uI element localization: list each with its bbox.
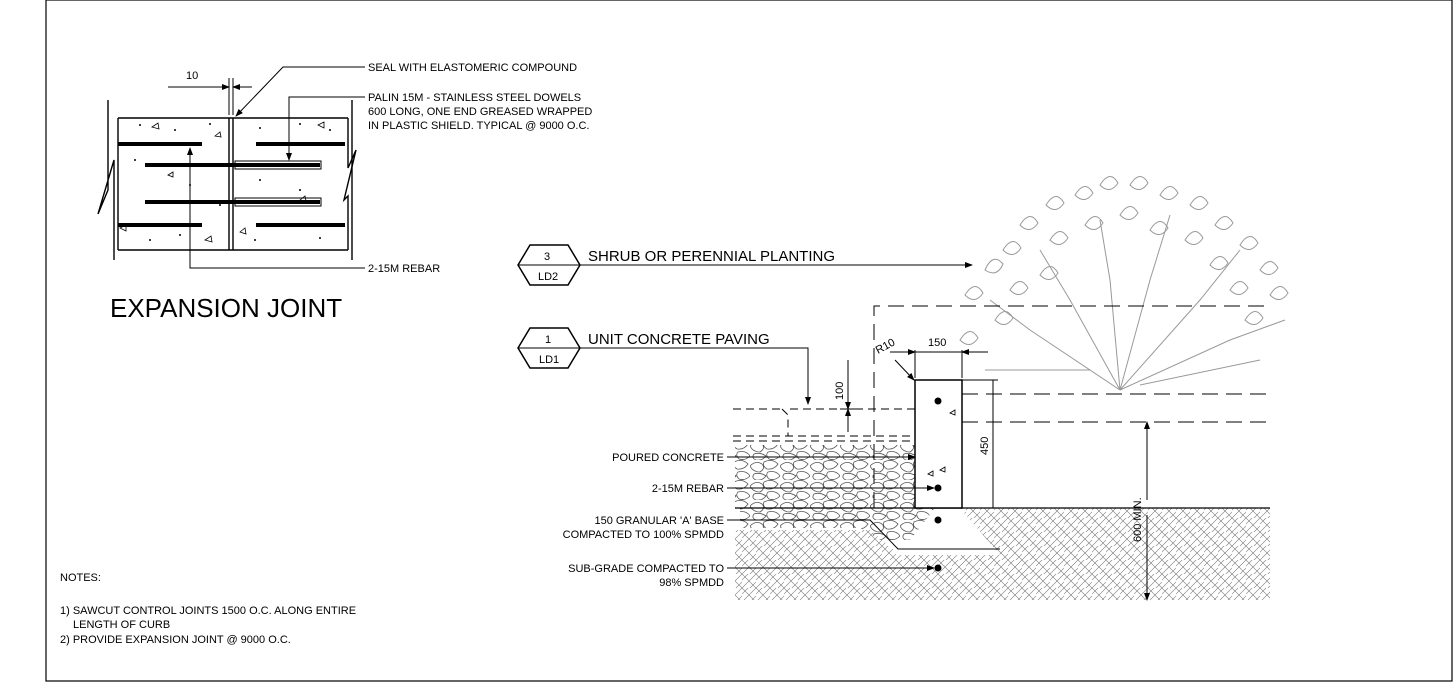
label-subgrade: SUB-GRADE COMPACTED TO [568, 563, 724, 575]
expansion-joint-title: EXPANSION JOINT [110, 293, 342, 323]
paver-layer [733, 408, 915, 442]
callout-paving-bottom: LD1 [539, 354, 559, 366]
joint-dim-text: 10 [186, 70, 198, 82]
sheet-border [45, 0, 1453, 682]
section-leaders [727, 454, 1000, 571]
dim-depth: 600 MIN. [1132, 497, 1144, 542]
dim-paver: 100 [834, 382, 846, 400]
callout-paving-top: 1 [545, 334, 551, 346]
rebar-bars [118, 142, 345, 227]
label-poured-concrete: POURED CONCRETE [612, 452, 724, 464]
note-2: 2) PROVIDE EXPANSION JOINT @ 9000 O.C. [60, 634, 291, 646]
notes-heading: NOTES: [60, 572, 101, 584]
dowel-note-3: IN PLASTIC SHIELD. TYPICAL @ 9000 O.C. [368, 120, 589, 132]
dim-width: 150 [928, 337, 946, 349]
seal-note: SEAL WITH ELASTOMERIC COMPOUND [368, 62, 577, 74]
label-subgrade-compaction: 98% SPMDD [659, 577, 724, 589]
notes: NOTES: 1) SAWCUT CONTROL JOINTS 1500 O.C… [60, 572, 356, 646]
dim-curb: 450 [979, 437, 991, 455]
planting-bed-lines [873, 305, 1270, 508]
subgrade [735, 508, 1270, 600]
slab-outline [97, 100, 357, 260]
granular-base [735, 445, 915, 508]
curb-section: R10 150 100 450 600 MIN. POURED CONCRETE… [563, 305, 1270, 601]
dowel-note-2: 600 LONG, ONE END GREASED WRAPPED [368, 106, 592, 118]
base-dot [934, 516, 942, 524]
curb-rebar-top [934, 397, 942, 405]
callout-paving: 1 LD1 UNIT CONCRETE PAVING [517, 327, 811, 405]
callout-shrub-bottom: LD2 [538, 271, 558, 283]
callout-paving-label: UNIT CONCRETE PAVING [588, 331, 770, 348]
callout-shrub-top: 3 [544, 251, 550, 263]
curb-rebar-bottom [934, 484, 942, 492]
label-rebar: 2-15M REBAR [652, 483, 724, 495]
rebar-note: 2-15M REBAR [368, 263, 440, 275]
joint-dimension [168, 78, 252, 115]
expansion-joint-detail: 10 SEAL WITH ELASTOMERIC COMPOUND PALIN … [97, 62, 592, 323]
subgrade-dot [934, 564, 942, 572]
dim-radius: R10 [874, 337, 897, 357]
ej-leaders [187, 66, 365, 269]
callout-shrub: 3 LD2 SHRUB OR PERENNIAL PLANTING [517, 244, 973, 286]
note-1: 1) SAWCUT CONTROL JOINTS 1500 O.C. ALONG… [60, 605, 356, 617]
shrub-planting [959, 176, 1289, 391]
granular-base-lower [740, 508, 935, 540]
curb-speckle [927, 409, 956, 477]
note-1-cont: LENGTH OF CURB [73, 619, 170, 631]
concrete-speckle [119, 121, 331, 243]
section-dimensions [840, 349, 1150, 601]
callout-shrub-label: SHRUB OR PERENNIAL PLANTING [588, 248, 835, 265]
dowel-shields [234, 160, 322, 207]
label-granular-base: 150 GRANULAR 'A' BASE [594, 515, 724, 527]
dowel-note-1: PALIN 15M - STAINLESS STEEL DOWELS [368, 92, 581, 104]
label-compacted-base: COMPACTED TO 100% SPMDD [563, 529, 724, 541]
